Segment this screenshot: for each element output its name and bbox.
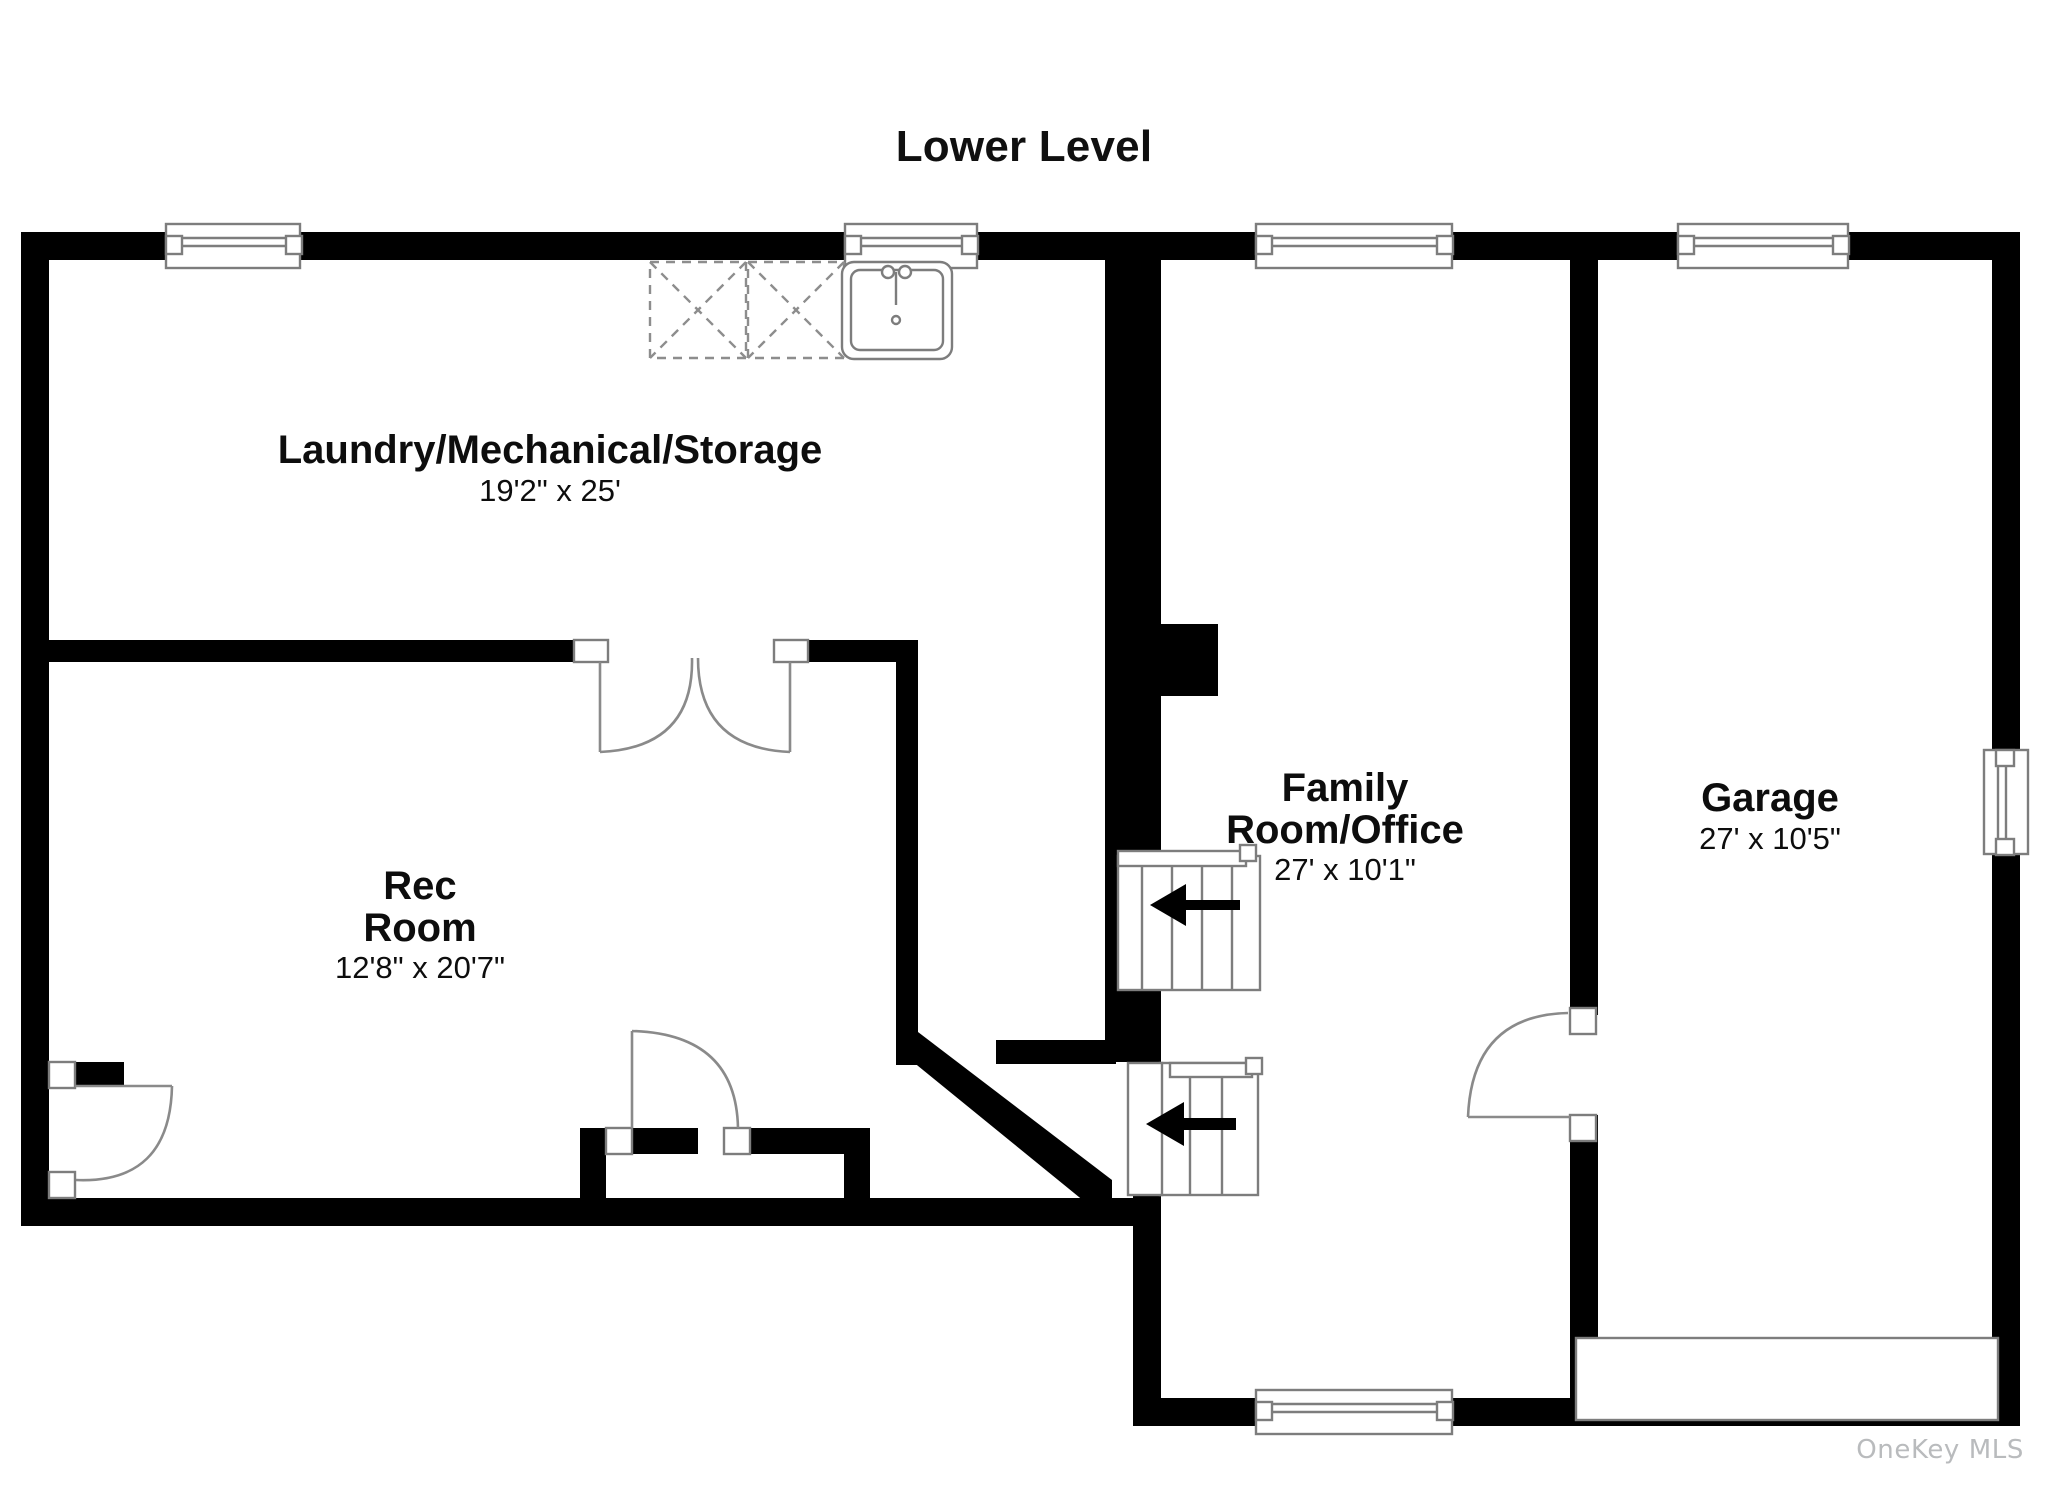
wall-rec-diagonal-stub xyxy=(996,1040,1116,1064)
wall-top-left-a xyxy=(21,232,166,260)
wall-closet-right-side xyxy=(844,1128,870,1224)
walls xyxy=(21,232,2020,1426)
window-laundry-left xyxy=(164,222,304,270)
wall-family-left-upper xyxy=(1133,232,1161,652)
wall-laundry-rec-divider-a xyxy=(49,640,574,662)
washer-icon xyxy=(648,260,748,360)
staircase-upper xyxy=(1116,843,1262,992)
door-garage-family xyxy=(1466,1006,1598,1143)
stair-direction-arrow-lower xyxy=(1146,1102,1236,1146)
watermark-onekey-mls: OneKey MLS xyxy=(1856,1435,2024,1465)
dryer-icon xyxy=(746,260,846,360)
window-family-top xyxy=(1254,222,1455,270)
wall-bottom-right-a xyxy=(1133,1398,1258,1426)
wall-family-left-lower xyxy=(1133,636,1161,1426)
utility-sink-icon xyxy=(840,260,954,361)
wall-top-left-b xyxy=(300,232,845,260)
doors xyxy=(47,638,1598,1200)
door-rec-exterior xyxy=(47,1060,174,1200)
page-title: Lower Level xyxy=(895,122,1153,171)
window-garage-top xyxy=(1676,222,1851,270)
door-rec-closet xyxy=(604,1029,752,1156)
overhead-garage-door xyxy=(1574,1336,2000,1422)
wall-rec-hall-vertical xyxy=(896,640,918,1065)
wall-family-notch xyxy=(1133,624,1218,696)
wall-exterior-left xyxy=(21,232,49,1226)
wall-laundry-rec-divider-b xyxy=(808,640,918,662)
wall-bottom-left xyxy=(21,1198,1133,1226)
window-family-bottom xyxy=(1254,1388,1455,1436)
window-laundry-right xyxy=(843,222,980,270)
wall-exterior-right-b xyxy=(1992,852,2020,1412)
fixtures xyxy=(648,260,2000,1422)
wall-exterior-right-a xyxy=(1992,232,2020,752)
window-garage-right xyxy=(1982,748,2030,857)
staircase-lower xyxy=(1126,1056,1264,1197)
wall-top-left-c xyxy=(975,232,1105,260)
wall-top-right-c xyxy=(1845,232,2020,260)
wall-closet-left-side xyxy=(580,1128,606,1224)
wall-family-garage-upper xyxy=(1570,260,1598,1015)
door-double-laundry-rec xyxy=(572,638,810,754)
stair-direction-arrow-upper xyxy=(1150,884,1240,926)
wall-top-right-a xyxy=(1133,232,1258,260)
windows xyxy=(164,222,2030,1436)
wall-top-right-b xyxy=(1450,232,1680,260)
wall-rec-diagonal-fill xyxy=(900,1032,1112,1206)
